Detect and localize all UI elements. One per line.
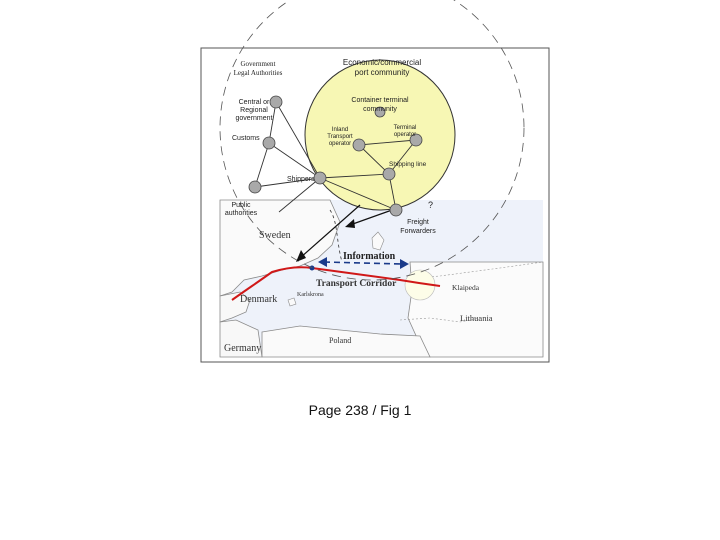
node-terminal-operator [409, 133, 423, 147]
poland-land [261, 325, 431, 358]
bornholm-island [287, 297, 297, 307]
node-public-authorities [248, 180, 262, 194]
kaliningrad-border [399, 317, 481, 323]
gotland-island [371, 231, 385, 251]
germany-land [219, 319, 263, 358]
actor-nodes [248, 95, 423, 217]
map-label-sweden: Sweden [259, 230, 291, 241]
node-inland-transport [352, 138, 366, 152]
node-shippers [313, 171, 327, 185]
map-label-klaipeda: Klaipeda [452, 283, 480, 292]
connector-lines [254, 101, 417, 213]
node-shipping-line [382, 167, 396, 181]
node-customs [262, 136, 276, 150]
map-arrows [296, 204, 409, 269]
figure-caption: Page 238 / Fig 1 [308, 402, 412, 418]
map-label-denmark: Denmark [240, 294, 277, 305]
label-shipping-line: Shipping line [389, 161, 427, 168]
port-community-outer-circle [219, 0, 525, 281]
map-label-information: Information [343, 251, 396, 262]
map-label-karlskrona: Karlskrona [297, 292, 324, 298]
node-container-community [374, 106, 386, 118]
baltic-map [219, 199, 544, 358]
label-question: ? [428, 200, 433, 210]
node-freight-forwarders [389, 203, 403, 217]
map-label-transport-corridor: Transport Corridor [316, 279, 397, 289]
node-central-government [269, 95, 283, 109]
map-label-poland: Poland [329, 336, 351, 345]
map-label-lithuania: Lithuania [460, 313, 493, 323]
label-shippers: Shippers [287, 176, 315, 183]
map-label-germany: Germany [224, 343, 261, 354]
container-terminal-inner-circle [304, 59, 456, 211]
label-customs: Customs [232, 135, 260, 142]
